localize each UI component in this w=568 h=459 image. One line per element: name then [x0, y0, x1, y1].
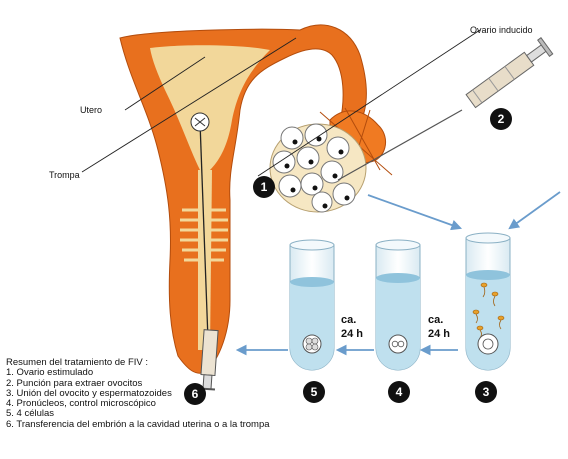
step-badge-3: 3	[475, 381, 497, 403]
treatment-summary: Resumen del tratamiento de FIV : 1. Ovar…	[6, 358, 270, 430]
label-ca-2: ca.	[428, 314, 443, 326]
tube-4	[376, 240, 420, 370]
svg-text:1: 1	[261, 180, 268, 194]
ovary-illustration	[270, 124, 366, 212]
svg-text:3: 3	[483, 385, 490, 399]
svg-text:4: 4	[396, 385, 403, 399]
step-badge-5: 5	[303, 381, 325, 403]
svg-text:5: 5	[311, 385, 318, 399]
label-24h-1: 24 h	[341, 328, 363, 340]
summary-item: 6. Transferencia del embrión a la cavida…	[6, 420, 270, 430]
label-ovario-inducido: Ovario inducido	[470, 25, 533, 35]
svg-text:2: 2	[498, 112, 505, 126]
label-utero: Utero	[80, 105, 102, 115]
step-badge-1: 1	[253, 176, 275, 198]
label-trompa: Trompa	[49, 170, 80, 180]
label-24h-2: 24 h	[428, 328, 450, 340]
tube-3	[466, 233, 510, 370]
tube-5	[290, 240, 334, 370]
step-badge-4: 4	[388, 381, 410, 403]
label-ca-1: ca.	[341, 314, 356, 326]
step-badge-2: 2	[490, 108, 512, 130]
